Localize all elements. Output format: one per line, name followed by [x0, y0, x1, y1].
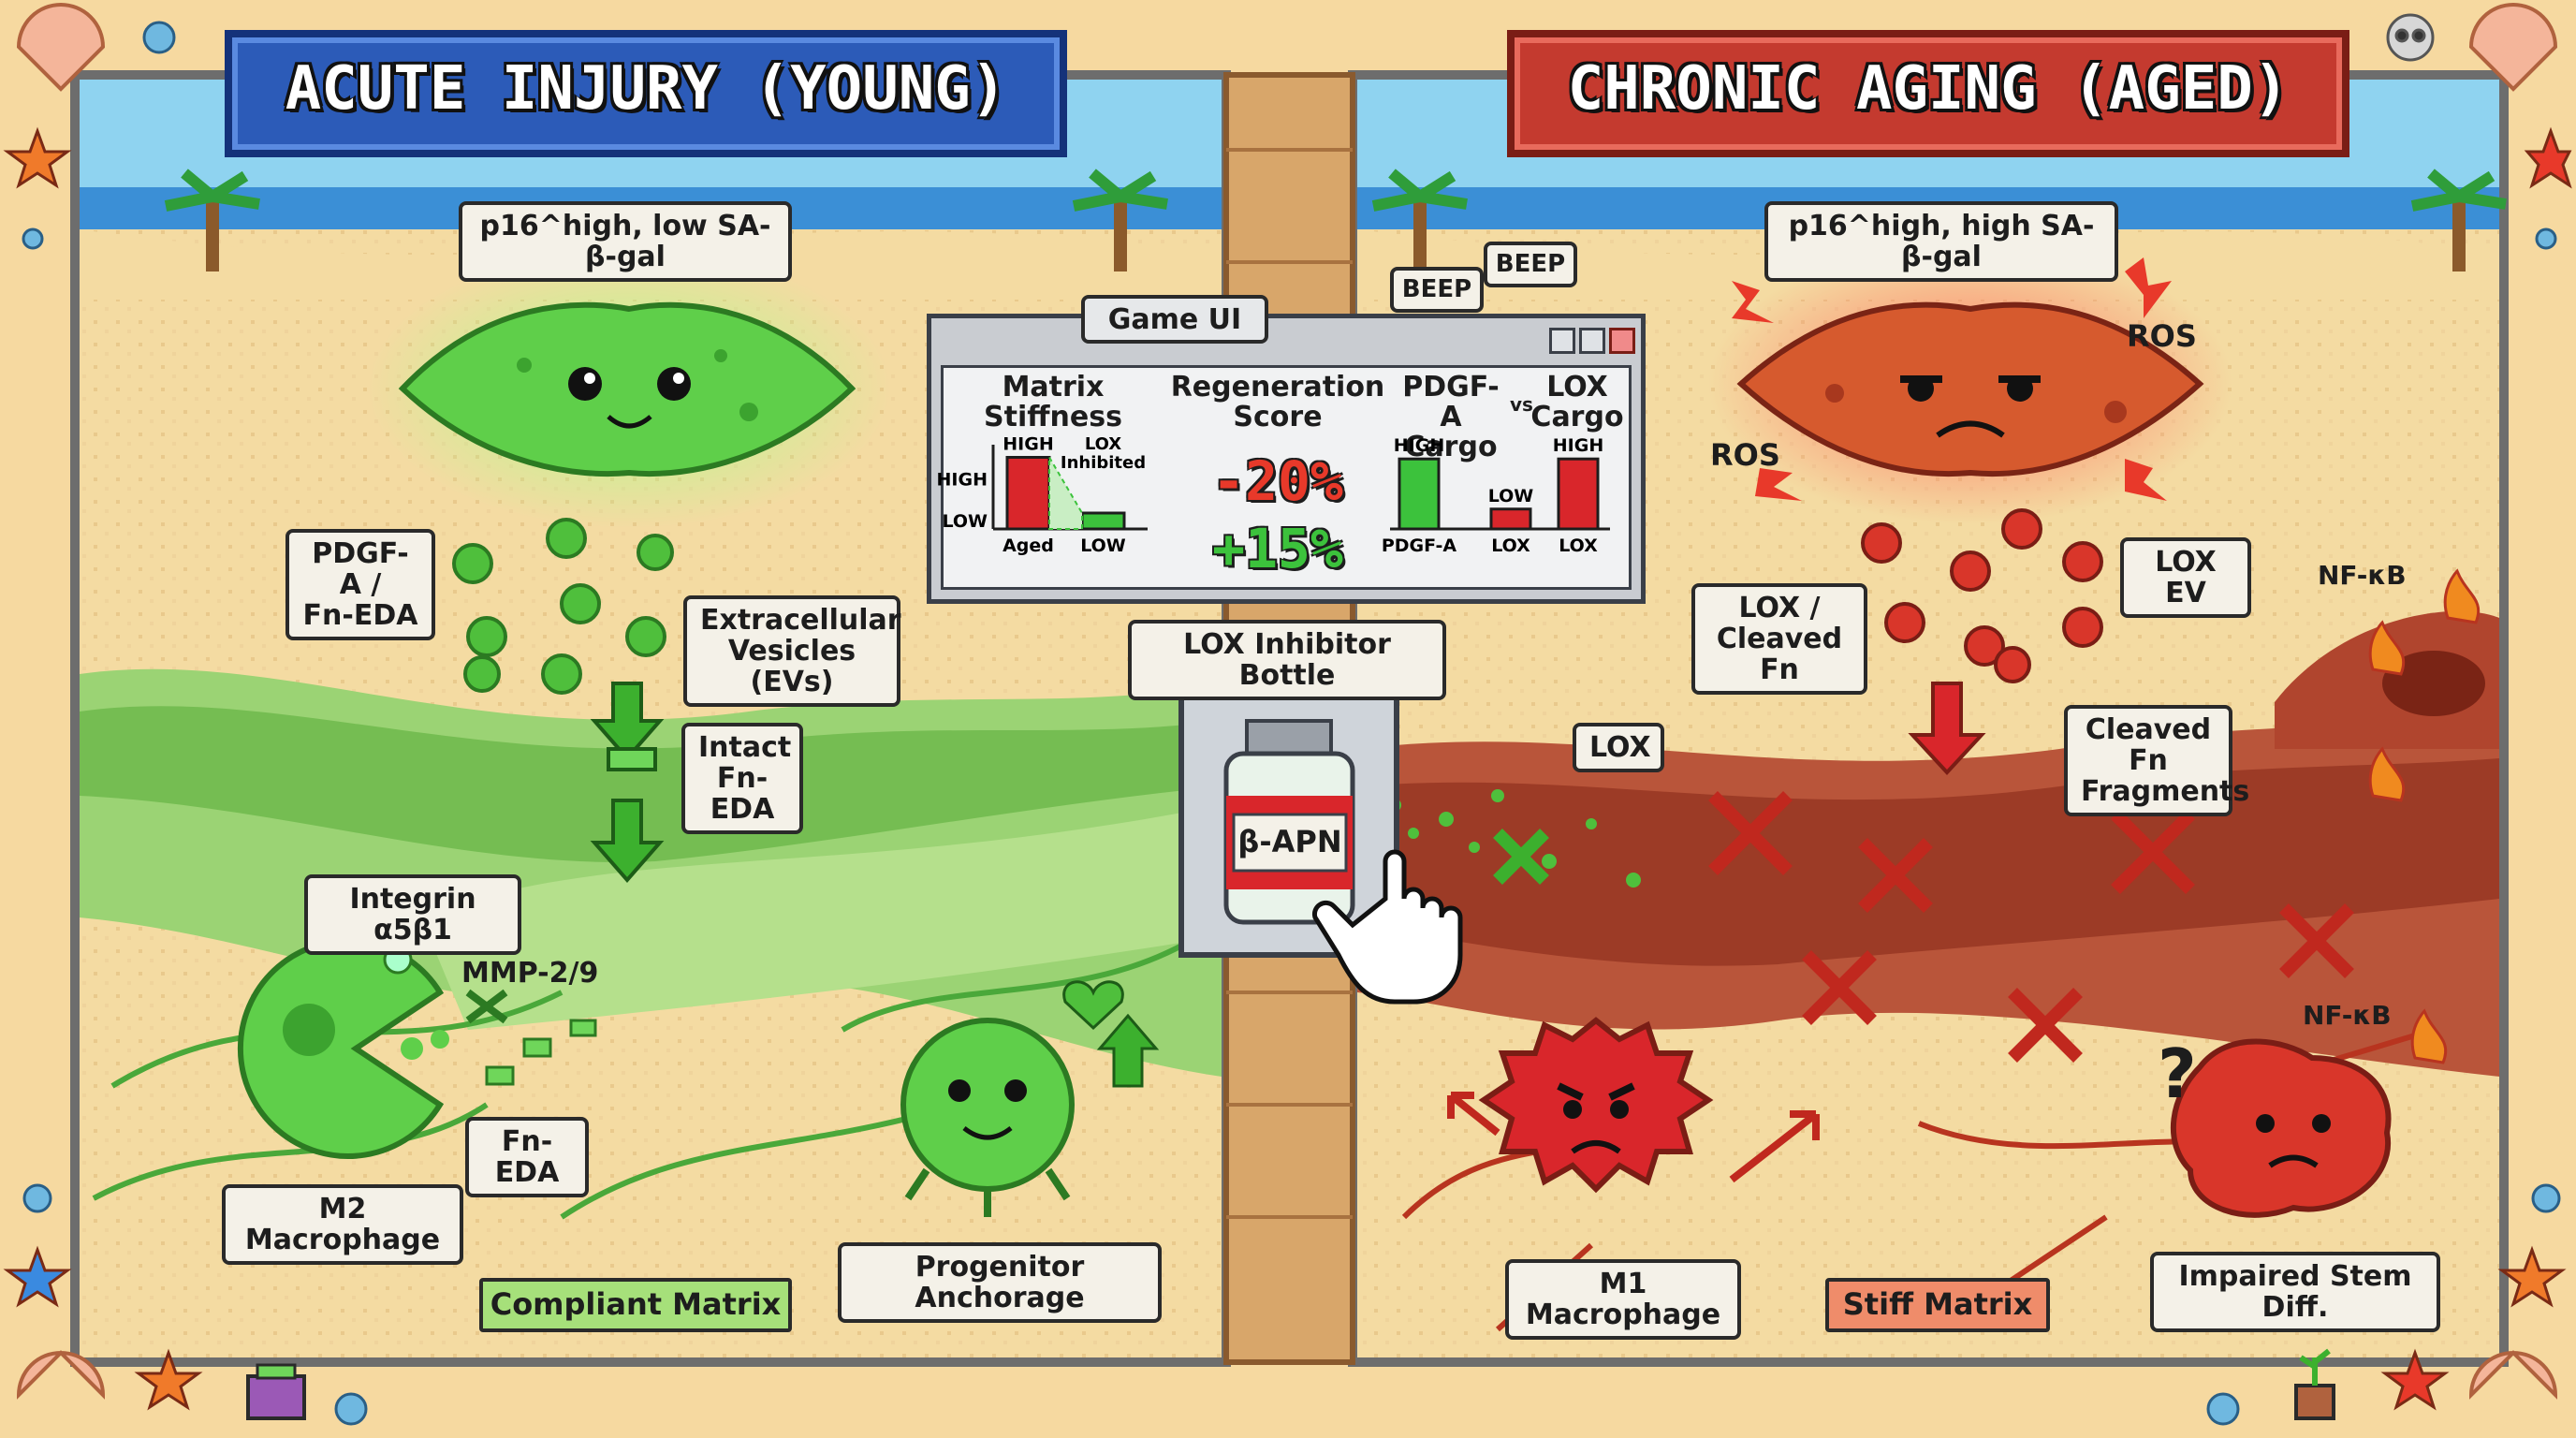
chart2-bar-1 — [1489, 507, 1532, 531]
label-cleaved-fragments: Cleaved Fn Fragments — [2064, 705, 2249, 816]
seashell-icons — [16, 3, 2558, 1400]
scissors-icon — [465, 989, 508, 1024]
label-senescent-aged: p16^high, high SA-β-gal — [1764, 201, 2118, 282]
fn-eda-fragment — [607, 747, 657, 771]
green-x-mark — [1493, 829, 1549, 885]
chart1-xtick-1: LOW — [1080, 536, 1126, 556]
chart2-annotation-0: HIGH — [1394, 435, 1444, 456]
maximize-button[interactable] — [1579, 328, 1605, 354]
label-integrin: Integrin α5β1 — [304, 874, 521, 955]
starfish-icons — [3, 126, 2572, 1411]
skull-icon — [2386, 13, 2435, 62]
chart2-bar-0 — [1398, 457, 1441, 531]
label-mmp: MMP-2/9 — [461, 957, 599, 990]
chart1-ytick-high: HIGH — [937, 469, 988, 490]
title-chronic-aging: CHRONIC AGING (AGED) — [1507, 30, 2349, 157]
head-lox-cargo: LOX Cargo — [1530, 371, 1624, 433]
lightning-bolts — [1732, 257, 2172, 501]
arrow-right-up — [1729, 1110, 1820, 1183]
minimize-button[interactable] — [1549, 328, 1575, 354]
head-matrix-stiffness: Matrix Stiffness — [984, 371, 1122, 433]
label-nfkb-2: NF-κB — [2303, 1000, 2392, 1031]
potion-icon-left — [246, 1363, 306, 1420]
label-compliant-matrix: Compliant Matrix — [479, 1278, 792, 1332]
up-arrow-icon — [1096, 1013, 1160, 1088]
senescent-cell-aged — [1708, 243, 2232, 524]
bottle-label-bapn: β-APN — [1237, 824, 1342, 859]
hand-cursor-icon — [1311, 849, 1463, 1005]
progenitor-cell — [900, 1018, 1075, 1217]
flow-arrows-green — [590, 682, 665, 884]
label-m2-macrophage: M2 Macrophage — [222, 1184, 463, 1265]
senescent-cell-young — [367, 248, 891, 529]
down-arrow-red — [1908, 682, 1986, 775]
label-extracellular-vesicles: Extracellular Vesicles (EVs) — [683, 595, 901, 707]
close-button[interactable] — [1609, 328, 1635, 354]
label-pdgfa-fneda: PDGF-A / Fn-EDA — [285, 529, 435, 640]
regeneration-down: -20% — [1212, 449, 1343, 513]
heart-icon — [1062, 980, 1124, 1031]
chart1-bar-1 — [1080, 511, 1126, 531]
regeneration-up: +15% — [1212, 517, 1343, 580]
label-beep-2: BEEP — [1484, 242, 1577, 287]
label-progenitor-anchorage: Progenitor Anchorage — [838, 1242, 1162, 1323]
extracellular-vesicles-red — [1861, 508, 2103, 683]
plant-icon-right — [2294, 1348, 2335, 1420]
impaired-stem-cell — [2170, 1038, 2392, 1218]
m2-macrophage — [237, 938, 449, 1159]
chart1-ytick-low: LOW — [942, 511, 988, 532]
chart2-xtick-2: LOX — [1559, 536, 1598, 556]
lox-inhibitor-bottle — [1178, 695, 1399, 958]
label-lox-inhibitor-bottle: LOX Inhibitor Bottle — [1128, 620, 1446, 700]
chart2-xtick-1: LOX — [1491, 536, 1530, 556]
chart1-annotation-0: HIGH — [1003, 434, 1053, 455]
chart1-annotation-1-1: Inhibited — [1061, 453, 1146, 473]
chart1-annotation-1-0: LOX — [1085, 434, 1121, 454]
label-lox: LOX — [1573, 723, 1664, 772]
label-beep-1: BEEP — [1390, 267, 1484, 313]
chart1-xtick-0: Aged — [1003, 536, 1054, 556]
label-nfkb-1: NF-κB — [2318, 560, 2407, 591]
label-lox-ev: LOX EV — [2120, 537, 2251, 618]
head-regeneration-score: Regeneration Score — [1170, 371, 1385, 433]
label-senescent-young: p16^high, low SA-β-gal — [459, 201, 792, 282]
label-ros-1: ROS — [2127, 318, 2197, 354]
extracellular-vesicles-green — [452, 518, 674, 695]
fn-eda-fragments — [485, 1019, 597, 1086]
label-lox-cleaved-fn: LOX / Cleaved Fn — [1691, 583, 1867, 695]
label-m1-macrophage: M1 Macrophage — [1505, 1259, 1741, 1340]
head-pdgfa-cargo: PDGF-A Cargo — [1402, 371, 1500, 463]
label-fn-eda: Fn-EDA — [465, 1117, 589, 1197]
title-acute-injury: ACUTE INJURY (YOUNG) — [225, 30, 1067, 157]
chart1-transition — [1048, 453, 1083, 530]
fire-icons — [2368, 568, 2481, 1064]
arrow-left-up — [1447, 1092, 1500, 1137]
label-ros-2: ROS — [1710, 437, 1780, 473]
chart1-bar-0 — [1005, 456, 1051, 531]
game-ui-title: Game UI — [1081, 295, 1268, 344]
chart2-bar-2 — [1557, 457, 1600, 531]
m1-macrophage — [1478, 1017, 1714, 1194]
head-vs: vs — [1510, 393, 1533, 416]
chart2-annotation-1: LOW — [1488, 486, 1534, 506]
label-stiff-matrix: Stiff Matrix — [1825, 1278, 2050, 1332]
chart2-annotation-2: HIGH — [1553, 435, 1603, 456]
bubble-icons — [22, 21, 2561, 1426]
cargo-chart: HIGH PDGF-A LOW LOX HIGH LOX — [1382, 435, 1610, 556]
game-ui-window[interactable]: Game UI Matrix Stiffness Regeneration Sc… — [927, 295, 1646, 604]
question-mark: ? — [2158, 1034, 2197, 1113]
chart2-xtick-0: PDGF-A — [1382, 536, 1457, 556]
label-impaired-stem: Impaired Stem Diff. — [2150, 1252, 2440, 1332]
label-intact-fneda: Intact Fn-EDA — [681, 723, 803, 834]
